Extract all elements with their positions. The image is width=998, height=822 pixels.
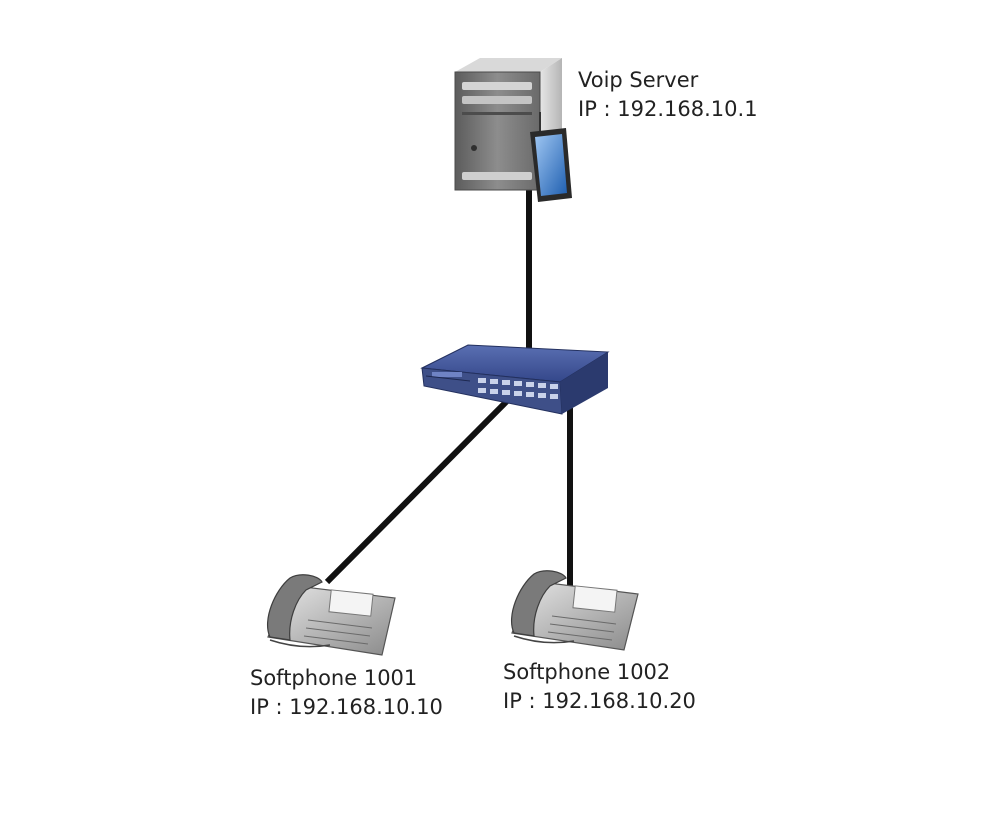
links	[324, 190, 573, 590]
phone-1002-name: Softphone 1002	[503, 660, 671, 684]
link-switch-phone1	[324, 395, 513, 585]
tablet-icon	[530, 112, 572, 202]
server-icon	[454, 58, 572, 202]
desk-phone-icon-1001	[266, 574, 396, 656]
server-name: Voip Server	[578, 68, 699, 92]
phone-1002-label: Softphone 1002 IP : 192.168.10.20	[503, 658, 696, 716]
server-label: Voip Server IP : 192.168.10.1	[578, 66, 758, 124]
switch-icon	[420, 344, 610, 415]
phone-1001-ip: IP : 192.168.10.10	[250, 695, 443, 719]
desk-phone-icon-1002	[510, 570, 639, 651]
server-ip: IP : 192.168.10.1	[578, 97, 758, 121]
phone-1001-name: Softphone 1001	[250, 666, 418, 690]
phone-1002-ip: IP : 192.168.10.20	[503, 689, 696, 713]
phone-1001-label: Softphone 1001 IP : 192.168.10.10	[250, 664, 443, 722]
